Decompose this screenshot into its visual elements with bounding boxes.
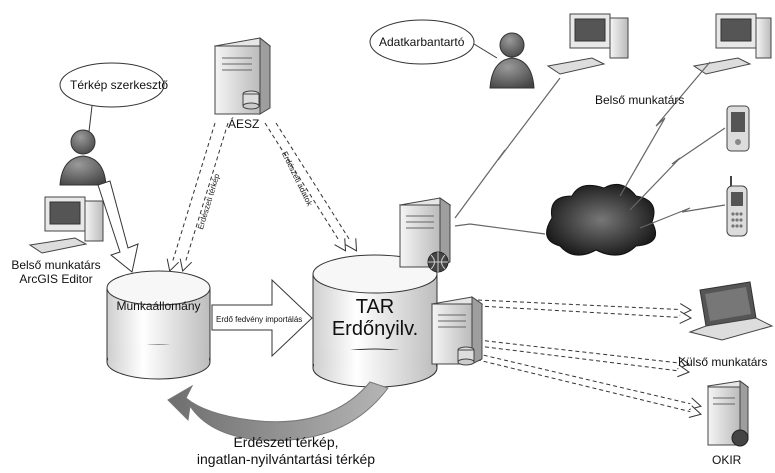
mobile-phone-icon <box>726 176 748 237</box>
internal-worker-left-computer-icon <box>28 196 104 254</box>
import-label: Erdő fedvény importálás <box>216 315 303 324</box>
map-editor-bubble <box>59 62 165 141</box>
import-arrow <box>211 278 313 358</box>
data-maintainer-person-icon <box>489 32 535 89</box>
data-maintainer-label: Adatkarbantartó <box>379 35 465 49</box>
editor-to-workstation-arrow <box>97 180 139 273</box>
tar-label-line1: TAR <box>355 296 395 318</box>
internal-worker-left-label: Belső munkatárs ArcGIS Editor <box>2 258 110 286</box>
bottom-caption: Erdészeti térkép, ingatlan-nyilvántartás… <box>166 434 406 468</box>
workstation-label: Munkaállomány <box>116 299 201 313</box>
db-server-icon <box>430 296 484 366</box>
tar-database-icon <box>312 254 438 388</box>
map-editor-person-icon <box>59 129 107 186</box>
external-worker-label: Külső munkatárs <box>678 355 768 369</box>
dashed-arrows <box>166 122 702 418</box>
return-curved-arrow <box>167 381 389 442</box>
bottom-caption-line1: Erdészeti térkép, <box>233 434 339 450</box>
laptop-icon <box>688 281 774 341</box>
internal-worker-top-label: Belső munkatárs <box>595 93 685 107</box>
okir-label: OKIR <box>712 453 742 467</box>
workstation-database-icon <box>106 270 211 380</box>
internal-worker-top-computer-icon <box>546 13 629 75</box>
map-editor-label: Térkép szerkesztő <box>70 78 169 92</box>
remote-computer-icon <box>692 13 772 75</box>
internal-worker-left-line2: ArcGIS Editor <box>19 272 93 286</box>
data-maintainer-bubble <box>369 19 498 65</box>
pda-icon <box>726 105 750 152</box>
tar-label: TAR Erdőnyilv. <box>313 296 437 340</box>
network-links <box>454 61 726 235</box>
aesz-label: ÁESZ <box>228 117 260 131</box>
internal-worker-left-line1: Belső munkatárs <box>11 258 101 272</box>
aesz-server-icon <box>213 36 272 115</box>
bottom-caption-line2: ingatlan-nyilvántartási térkép <box>196 451 376 467</box>
web-server-icon <box>398 197 452 273</box>
okir-server-icon <box>706 380 750 447</box>
network-cloud-icon <box>546 183 656 256</box>
tar-label-line2: Erdőnyilv. <box>331 318 419 340</box>
